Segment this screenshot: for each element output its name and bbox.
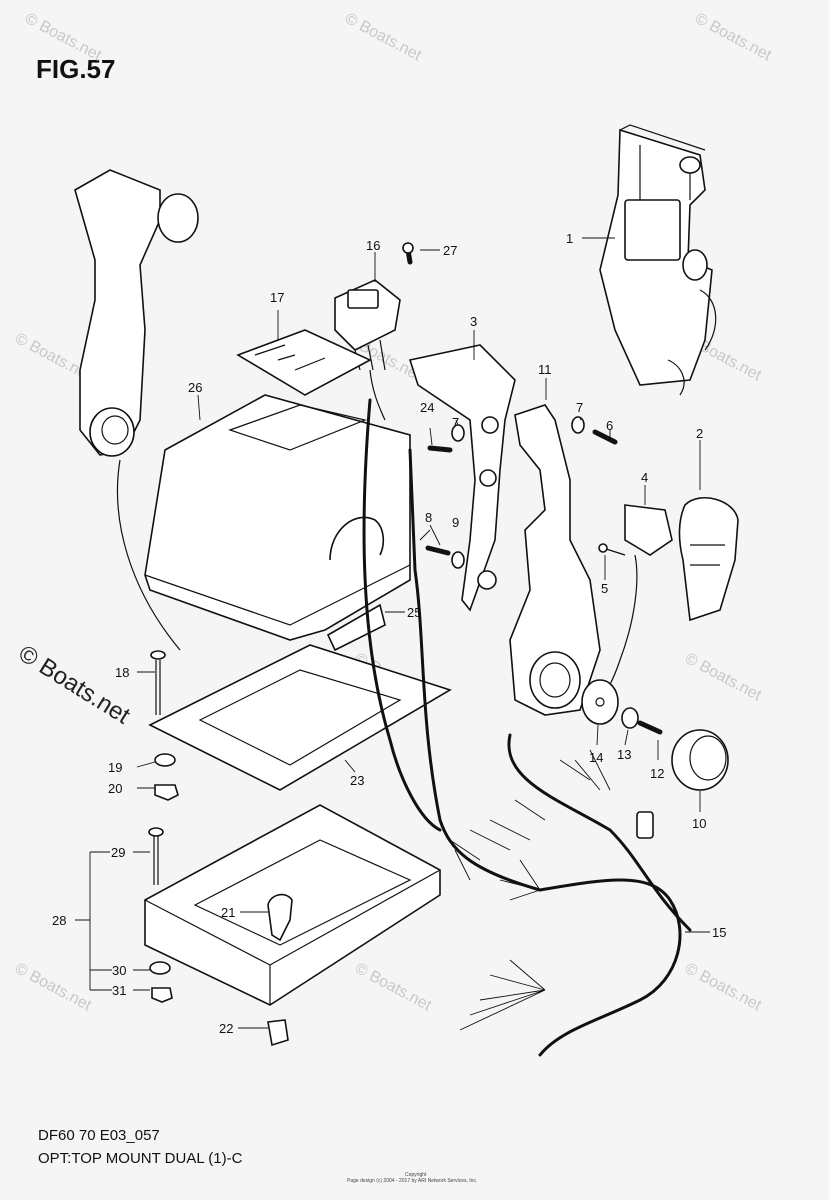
callout-28: 28 — [52, 913, 66, 928]
callout-12: 12 — [650, 766, 664, 781]
callout-14: 14 — [589, 750, 603, 765]
part-23-gasket — [148, 644, 452, 791]
option-caption: OPT:TOP MOUNT DUAL (1)-C — [38, 1150, 243, 1167]
callout-4: 4 — [641, 470, 648, 485]
figure-title: FIG.57 — [36, 54, 116, 84]
callout-22: 22 — [219, 1021, 233, 1036]
part-17-plate — [236, 329, 372, 396]
callout-25: 25 — [407, 605, 421, 620]
callout-9: 9 — [452, 515, 459, 530]
part-30-washer — [149, 961, 171, 975]
callout-24: 24 — [420, 400, 434, 415]
callout-19: 19 — [108, 760, 122, 775]
callout-5: 5 — [601, 581, 608, 596]
part-26-housing — [144, 394, 411, 641]
part-14-disc — [581, 679, 619, 725]
callout-7: 7 — [452, 415, 459, 430]
part-1-control-assembly — [599, 124, 717, 396]
part-2-cover — [678, 496, 739, 622]
part-29-screw — [148, 827, 164, 885]
copyright-line: Page design (c) 2004 - 2017 by ARI Netwo… — [347, 1178, 478, 1184]
part-21-fitting — [267, 893, 293, 942]
part-31-nut — [151, 987, 173, 1003]
model-caption: DF60 70 E03_057 — [38, 1127, 160, 1144]
callout-11: 11 — [538, 362, 552, 377]
part-18-screw — [150, 650, 166, 715]
left-lever-arm — [74, 169, 199, 651]
callout-2: 2 — [696, 426, 703, 441]
callout-7: 7 — [576, 400, 583, 415]
leader-lines — [75, 237, 710, 1029]
part-11-lever — [509, 404, 601, 716]
callout-16: 16 — [366, 238, 380, 253]
copyright-title: Copyright — [405, 1172, 427, 1178]
callout-6: 6 — [606, 418, 613, 433]
callout-17: 17 — [270, 290, 284, 305]
part-25-clip — [326, 603, 386, 652]
callout-15: 15 — [712, 925, 726, 940]
callout-numbers: 1 2 3 4 5 6 7 7 8 9 10 11 12 13 14 15 16… — [52, 231, 726, 1036]
callout-29: 29 — [111, 845, 125, 860]
part-28-base — [144, 804, 441, 1006]
part-8-screw — [425, 545, 451, 556]
screws — [402, 242, 663, 735]
part-5-screw-head — [598, 543, 608, 553]
part-22-clip — [267, 1019, 289, 1047]
part-13-nut — [621, 707, 639, 729]
callout-27: 27 — [443, 243, 457, 258]
callout-18: 18 — [115, 665, 129, 680]
callout-1: 1 — [566, 231, 573, 246]
callout-30: 30 — [112, 963, 126, 978]
callout-21: 21 — [221, 905, 235, 920]
callout-8: 8 — [425, 510, 432, 525]
part-10-cap — [671, 729, 729, 791]
callout-13: 13 — [617, 747, 631, 762]
callout-26: 26 — [188, 380, 202, 395]
callout-3: 3 — [470, 314, 477, 329]
part-3-bracket — [408, 344, 516, 612]
part-19-washer — [154, 753, 176, 767]
part-20-nut — [154, 784, 179, 801]
part-4-switch — [594, 504, 673, 711]
callout-23: 23 — [350, 773, 364, 788]
part-15-harness — [362, 398, 692, 1057]
callout-10: 10 — [692, 816, 706, 831]
callout-20: 20 — [108, 781, 122, 796]
callout-31: 31 — [112, 983, 126, 998]
